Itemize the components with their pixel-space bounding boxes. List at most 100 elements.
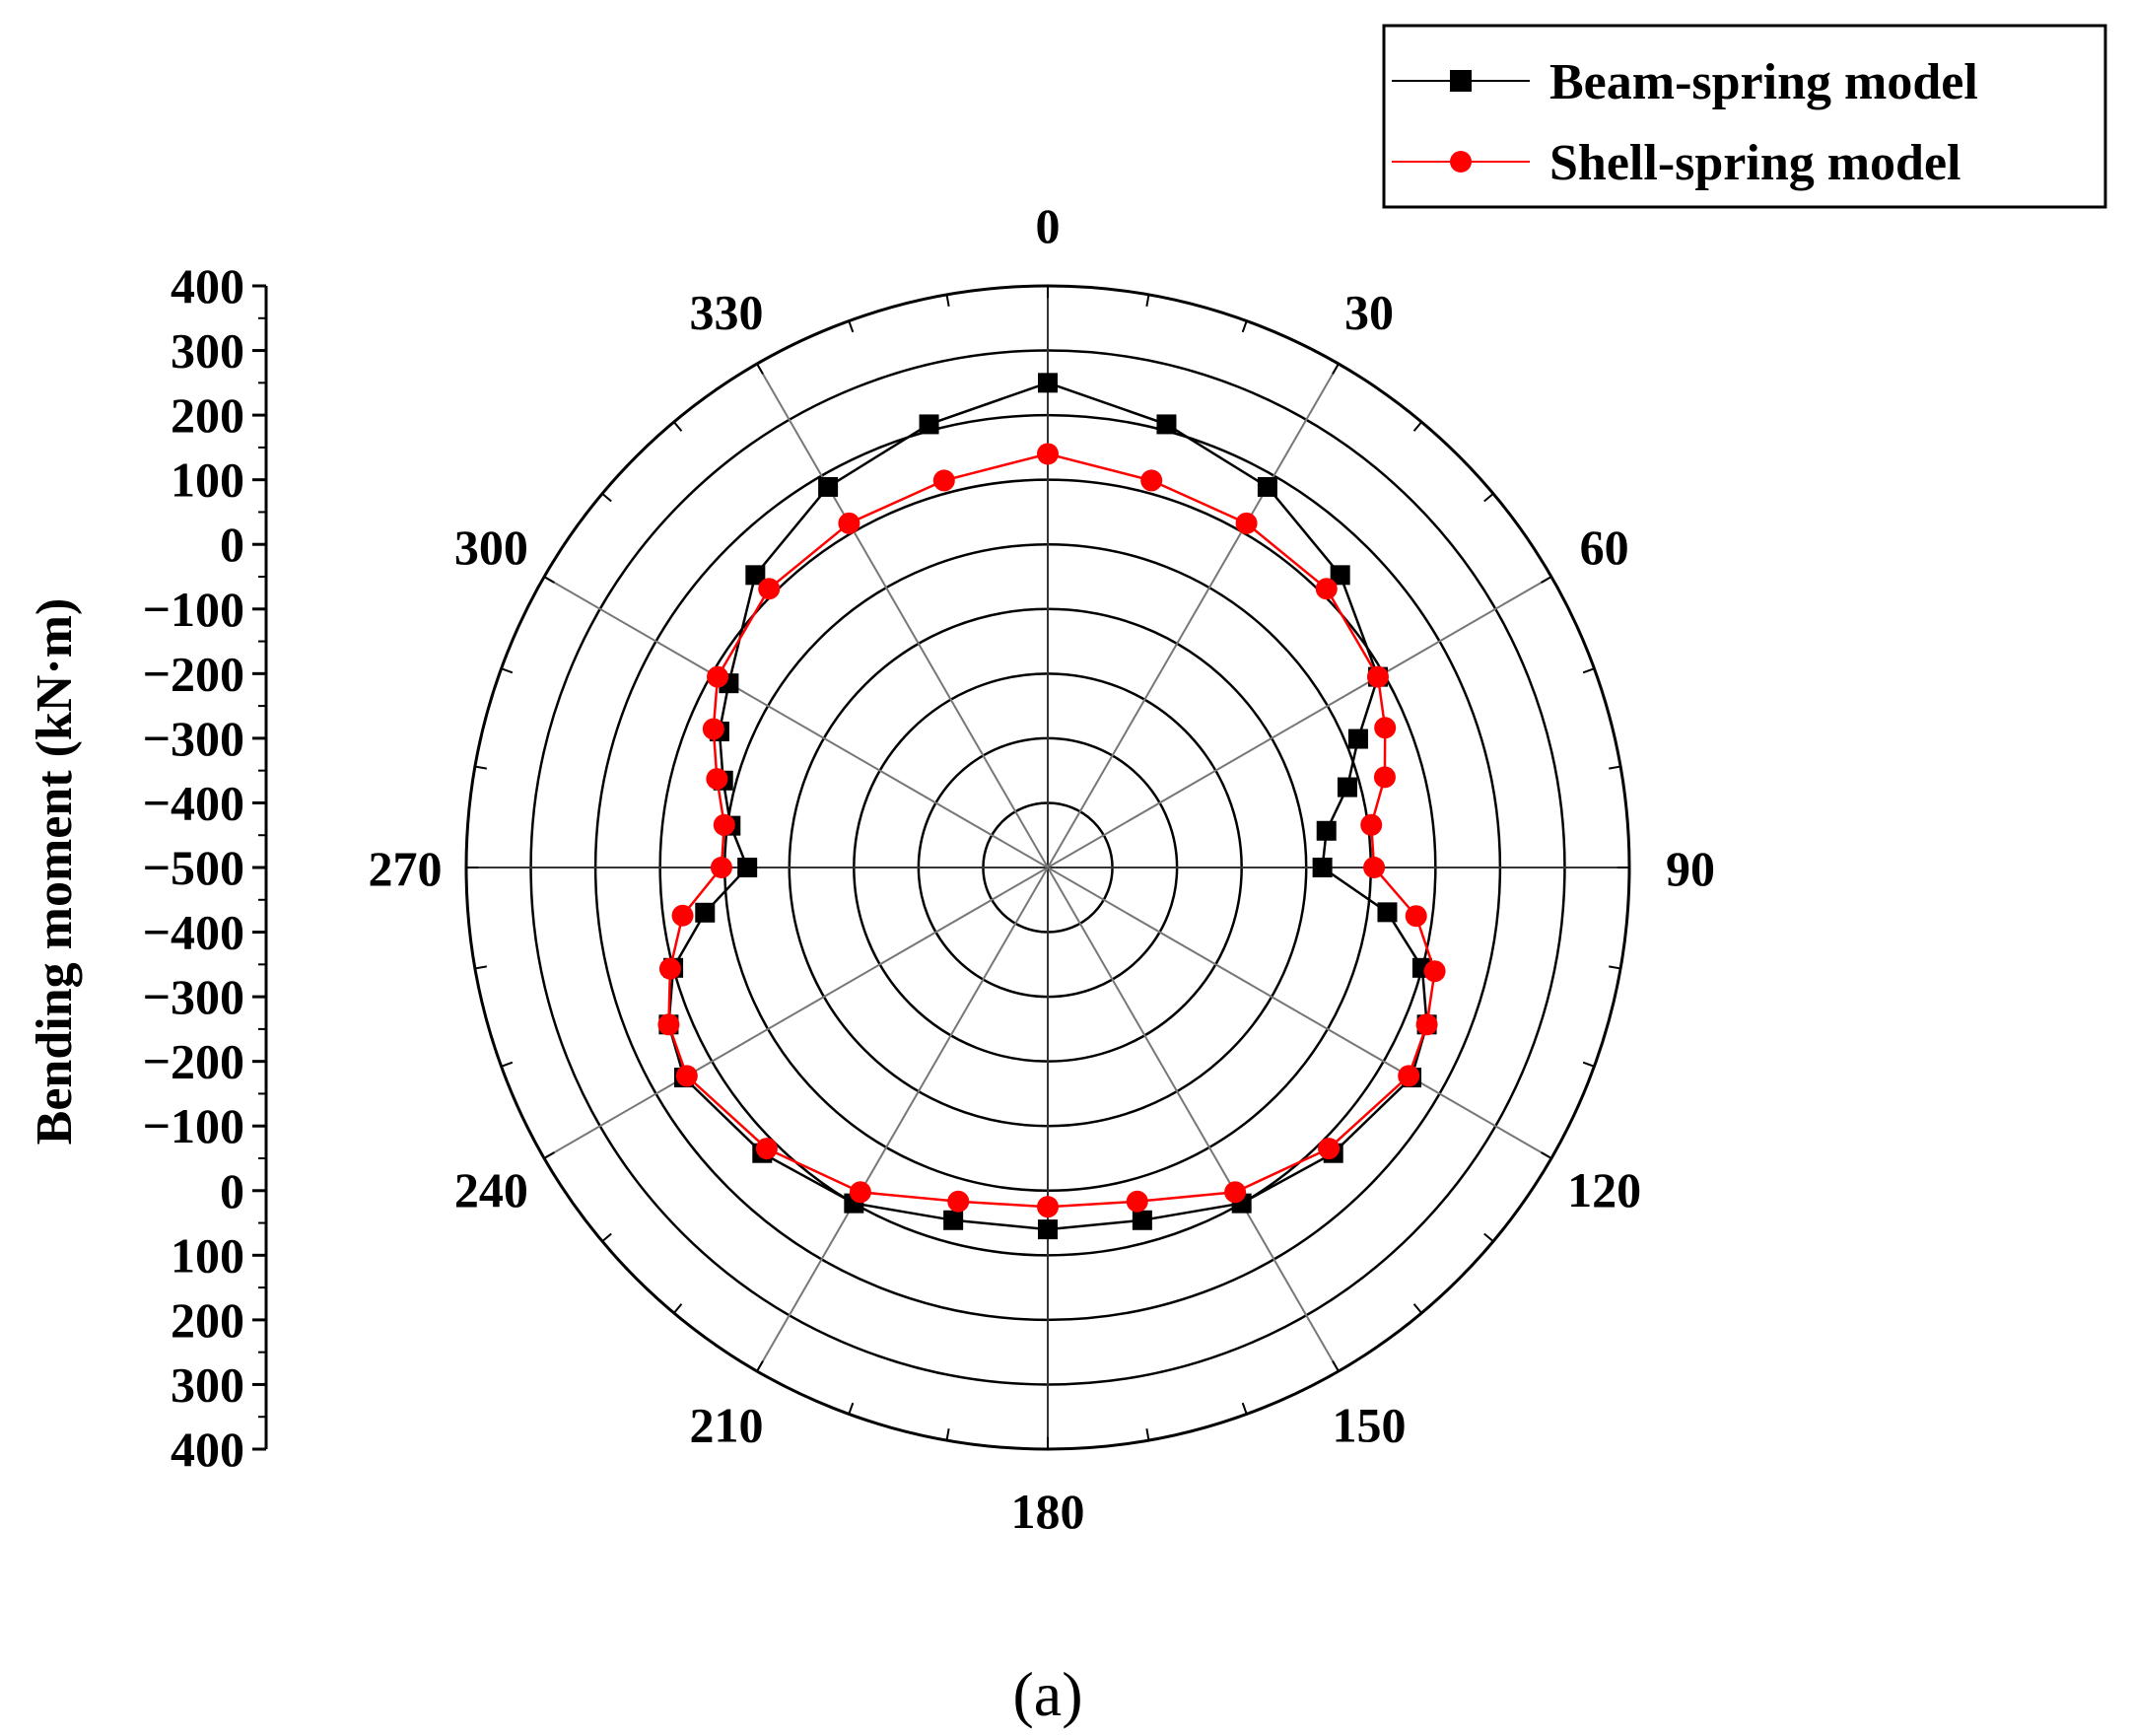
data-point-shell bbox=[1374, 717, 1397, 739]
data-point-shell bbox=[1373, 766, 1396, 789]
grid-spoke bbox=[1047, 576, 1552, 868]
angle-minor-tick bbox=[1332, 363, 1340, 375]
data-point-shell bbox=[710, 857, 732, 878]
data-point-shell bbox=[706, 768, 728, 791]
angle-minor-tick bbox=[1582, 667, 1595, 674]
data-point-beam bbox=[1347, 729, 1368, 749]
data-point-beam bbox=[818, 476, 839, 497]
angle-minor-tick bbox=[756, 363, 764, 375]
radial-tick-label: 300 bbox=[171, 1356, 244, 1412]
data-point-beam bbox=[919, 414, 939, 435]
angle-tick-label: 270 bbox=[369, 841, 443, 896]
legend[interactable]: Beam-spring model Shell-spring model bbox=[1382, 24, 2107, 209]
radial-tick-label: −300 bbox=[143, 969, 245, 1024]
grid-spoke bbox=[1047, 867, 1552, 1159]
data-point-shell bbox=[1363, 857, 1386, 878]
grid-spoke bbox=[543, 867, 1049, 1159]
data-point-shell bbox=[1398, 1065, 1420, 1087]
angle-minor-tick bbox=[1241, 320, 1248, 333]
data-point-shell bbox=[1037, 1196, 1059, 1218]
data-point-shell bbox=[1235, 512, 1258, 534]
legend-marker-beam bbox=[1450, 70, 1472, 92]
radial-tick-label: −400 bbox=[143, 905, 245, 960]
grid-spoke bbox=[756, 867, 1049, 1372]
data-point-shell bbox=[838, 512, 860, 534]
radial-tick-label: −200 bbox=[143, 646, 245, 701]
angle-tick-label: 180 bbox=[1011, 1484, 1085, 1539]
data-point-shell bbox=[1126, 1190, 1148, 1213]
data-point-beam bbox=[745, 565, 766, 586]
grid-spoke bbox=[1047, 363, 1340, 868]
angle-minor-tick bbox=[474, 965, 487, 970]
angle-minor-tick bbox=[1241, 1402, 1248, 1415]
radial-tick-label: 400 bbox=[171, 1422, 244, 1477]
angle-minor-tick bbox=[1541, 1151, 1552, 1159]
data-point-shell bbox=[671, 904, 694, 927]
data-point-shell bbox=[675, 1065, 698, 1087]
angle-minor-tick bbox=[543, 1151, 555, 1159]
angle-minor-tick bbox=[672, 1303, 683, 1314]
data-point-shell bbox=[1360, 813, 1383, 836]
data-point-shell bbox=[713, 813, 735, 836]
angle-tick-label: 150 bbox=[1333, 1398, 1407, 1453]
angle-tick-label: 30 bbox=[1344, 284, 1394, 339]
data-point-shell bbox=[1405, 905, 1427, 928]
angle-minor-tick bbox=[1412, 421, 1423, 432]
angle-tick-label: 120 bbox=[1567, 1162, 1641, 1217]
angle-minor-tick bbox=[848, 320, 855, 333]
radial-tick-label: 200 bbox=[171, 1292, 244, 1348]
data-point-shell bbox=[755, 1138, 778, 1160]
radial-tick-label: 0 bbox=[220, 517, 244, 572]
grid-spoke bbox=[543, 576, 1049, 868]
angle-tick-label: 240 bbox=[454, 1162, 528, 1217]
radial-tick-label: −500 bbox=[143, 840, 245, 895]
radial-tick-label: −400 bbox=[143, 775, 245, 830]
angle-tick-label: 300 bbox=[454, 520, 528, 575]
angle-minor-tick bbox=[543, 576, 555, 584]
radial-tick-label: −200 bbox=[143, 1034, 245, 1089]
angle-tick-label: 330 bbox=[690, 284, 764, 339]
data-point-beam bbox=[1257, 476, 1277, 497]
angle-minor-tick bbox=[756, 1360, 764, 1372]
radial-tick-label: 400 bbox=[171, 258, 244, 313]
angle-tick-label: 0 bbox=[1036, 198, 1061, 253]
angle-minor-tick bbox=[672, 421, 683, 432]
grid-spoke bbox=[756, 363, 1049, 868]
data-point-beam bbox=[1312, 858, 1333, 877]
angle-tick-label: 90 bbox=[1666, 841, 1715, 896]
angle-minor-tick bbox=[1332, 1360, 1340, 1372]
data-point-shell bbox=[758, 578, 781, 600]
data-point-shell bbox=[1366, 665, 1389, 688]
data-point-shell bbox=[1224, 1181, 1247, 1204]
data-point-beam bbox=[1316, 820, 1337, 841]
data-point-beam bbox=[1330, 565, 1350, 586]
data-point-shell bbox=[932, 469, 955, 492]
data-point-shell bbox=[657, 1013, 680, 1036]
angle-minor-tick bbox=[1541, 576, 1552, 584]
radial-tick-label: 300 bbox=[171, 323, 244, 379]
data-point-beam bbox=[1337, 777, 1357, 798]
radial-tick-label: −100 bbox=[143, 582, 245, 637]
angle-minor-tick bbox=[1582, 1061, 1595, 1068]
radial-tick-label: −300 bbox=[143, 711, 245, 766]
angle-minor-tick bbox=[601, 1232, 612, 1243]
radial-tick-label: 0 bbox=[220, 1163, 244, 1218]
angle-minor-tick bbox=[945, 294, 950, 307]
data-point-beam bbox=[1132, 1210, 1152, 1230]
radial-tick-label: 100 bbox=[171, 452, 244, 508]
data-point-shell bbox=[1140, 469, 1163, 492]
data-point-shell bbox=[1415, 1013, 1438, 1036]
angle-minor-tick bbox=[1483, 492, 1494, 503]
data-point-beam bbox=[1038, 373, 1058, 393]
y-axis-title: Bending moment (kN·m) bbox=[27, 598, 83, 1146]
angle-minor-tick bbox=[848, 1402, 855, 1415]
data-point-shell bbox=[707, 665, 729, 688]
angle-minor-tick bbox=[1412, 1303, 1423, 1314]
angle-minor-tick bbox=[1483, 1232, 1494, 1243]
data-point-shell bbox=[1318, 1138, 1341, 1160]
angle-minor-tick bbox=[1609, 965, 1621, 970]
legend-box bbox=[1382, 24, 2107, 209]
angle-minor-tick bbox=[945, 1428, 950, 1441]
data-point-shell bbox=[702, 718, 724, 740]
